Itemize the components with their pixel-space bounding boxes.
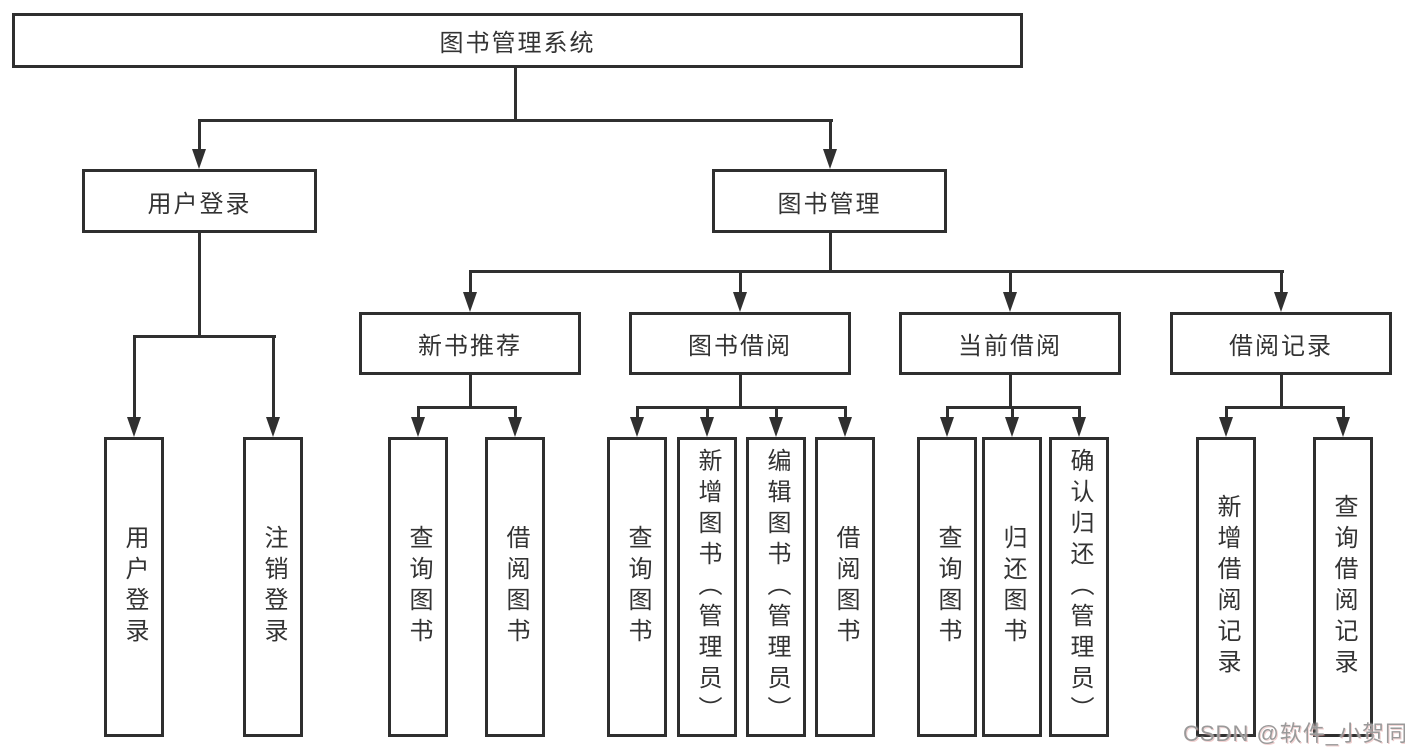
leaf-user-login: 用户登录 xyxy=(104,437,164,737)
leaf-borrow-book-1: 借阅图书 xyxy=(485,437,545,737)
connector-line xyxy=(829,119,832,151)
leaf-user-login-label: 用户登录 xyxy=(121,525,148,649)
leaf-borrow-book-1-label: 借阅图书 xyxy=(502,525,529,649)
arrowhead xyxy=(940,417,954,437)
leaf-query-book-1: 查询图书 xyxy=(388,437,448,737)
leaf-confirm-return: 确认归还（管理员） xyxy=(1049,437,1109,737)
connector-line xyxy=(417,406,517,409)
leaf-edit-book: 编辑图书（管理员） xyxy=(746,437,806,737)
connector-line xyxy=(775,406,778,419)
arrowhead xyxy=(1072,417,1086,437)
leaf-query-book-1-label: 查询图书 xyxy=(405,525,432,649)
connector-line xyxy=(198,119,201,151)
connector-line xyxy=(1011,406,1014,419)
connector-line xyxy=(198,233,201,335)
arrowhead xyxy=(630,417,644,437)
connector-line xyxy=(272,335,275,419)
node-current-borrow-label: 当前借阅 xyxy=(958,333,1062,360)
leaf-borrow-book-2: 借阅图书 xyxy=(815,437,875,737)
leaf-logout-label: 注销登录 xyxy=(260,525,287,649)
leaf-query-book-3: 查询图书 xyxy=(917,437,977,737)
leaf-query-book-3-label: 查询图书 xyxy=(934,525,961,649)
leaf-edit-book-label: 编辑图书（管理员） xyxy=(763,447,790,727)
connector-line xyxy=(469,270,1284,273)
leaf-borrow-book-2-label: 借阅图书 xyxy=(832,525,859,649)
leaf-confirm-return-label: 确认归还（管理员） xyxy=(1066,447,1093,727)
connector-line xyxy=(1225,406,1228,419)
connector-line xyxy=(514,406,517,419)
connector-line xyxy=(514,68,517,119)
arrowhead xyxy=(1005,417,1019,437)
connector-line xyxy=(469,375,472,406)
connector-line xyxy=(198,119,833,122)
node-book-borrow: 图书借阅 xyxy=(629,312,851,375)
node-book-management-label: 图书管理 xyxy=(777,190,882,218)
connector-line xyxy=(706,406,709,419)
node-book-borrow-label: 图书借阅 xyxy=(688,333,792,360)
leaf-return-book-label: 归还图书 xyxy=(999,525,1026,649)
connector-line xyxy=(1225,406,1345,409)
node-borrow-record: 借阅记录 xyxy=(1170,312,1392,375)
arrowhead xyxy=(700,417,714,437)
leaf-query-book-2: 查询图书 xyxy=(607,437,667,737)
arrowhead xyxy=(769,417,783,437)
arrowhead xyxy=(508,417,522,437)
connector-line xyxy=(739,375,742,406)
arrowhead xyxy=(1336,417,1350,437)
leaf-query-borrow-record-label: 查询借阅记录 xyxy=(1330,494,1357,680)
arrowhead xyxy=(266,417,280,437)
leaf-add-borrow-record-label: 新增借阅记录 xyxy=(1213,494,1240,680)
node-root: 图书管理系统 xyxy=(12,13,1023,68)
node-user-login: 用户登录 xyxy=(82,169,317,233)
leaf-add-book: 新增图书（管理员） xyxy=(677,437,737,737)
leaf-logout: 注销登录 xyxy=(243,437,303,737)
arrowhead xyxy=(411,417,425,437)
connector-line xyxy=(1009,270,1012,294)
connector-line xyxy=(844,406,847,419)
arrowhead xyxy=(127,417,141,437)
connector-line xyxy=(1280,375,1283,406)
connector-line xyxy=(133,335,136,419)
leaf-return-book: 归还图书 xyxy=(982,437,1042,737)
leaf-query-book-2-label: 查询图书 xyxy=(624,525,651,649)
connector-line xyxy=(946,406,949,419)
arrowhead xyxy=(192,149,206,169)
connector-line xyxy=(636,406,639,419)
connector-line xyxy=(636,406,847,409)
connector-line xyxy=(739,270,742,294)
connector-line xyxy=(1342,406,1345,419)
arrowhead xyxy=(838,417,852,437)
node-root-label: 图书管理系统 xyxy=(439,30,596,57)
arrowhead xyxy=(463,292,477,312)
arrowhead xyxy=(823,149,837,169)
arrowhead xyxy=(1003,292,1017,312)
leaf-add-borrow-record: 新增借阅记录 xyxy=(1196,437,1256,737)
connector-line xyxy=(417,406,420,419)
connector-line xyxy=(1078,406,1081,419)
arrowhead xyxy=(1219,417,1233,437)
csdn-watermark: CSDN @软件_小贺同学 xyxy=(1183,721,1405,746)
connector-line xyxy=(1280,270,1283,294)
node-user-login-label: 用户登录 xyxy=(147,190,252,218)
arrowhead xyxy=(733,292,747,312)
arrowhead xyxy=(1274,292,1288,312)
node-new-book-recommend-label: 新书推荐 xyxy=(418,333,522,360)
connector-line xyxy=(1009,375,1012,406)
connector-line xyxy=(469,270,472,294)
node-borrow-record-label: 借阅记录 xyxy=(1229,333,1333,360)
connector-line xyxy=(829,233,832,270)
node-current-borrow: 当前借阅 xyxy=(899,312,1121,375)
leaf-query-borrow-record: 查询借阅记录 xyxy=(1313,437,1373,737)
leaf-add-book-label: 新增图书（管理员） xyxy=(694,447,721,727)
node-new-book-recommend: 新书推荐 xyxy=(359,312,581,375)
connector-line xyxy=(133,335,276,338)
node-book-management: 图书管理 xyxy=(712,169,947,233)
